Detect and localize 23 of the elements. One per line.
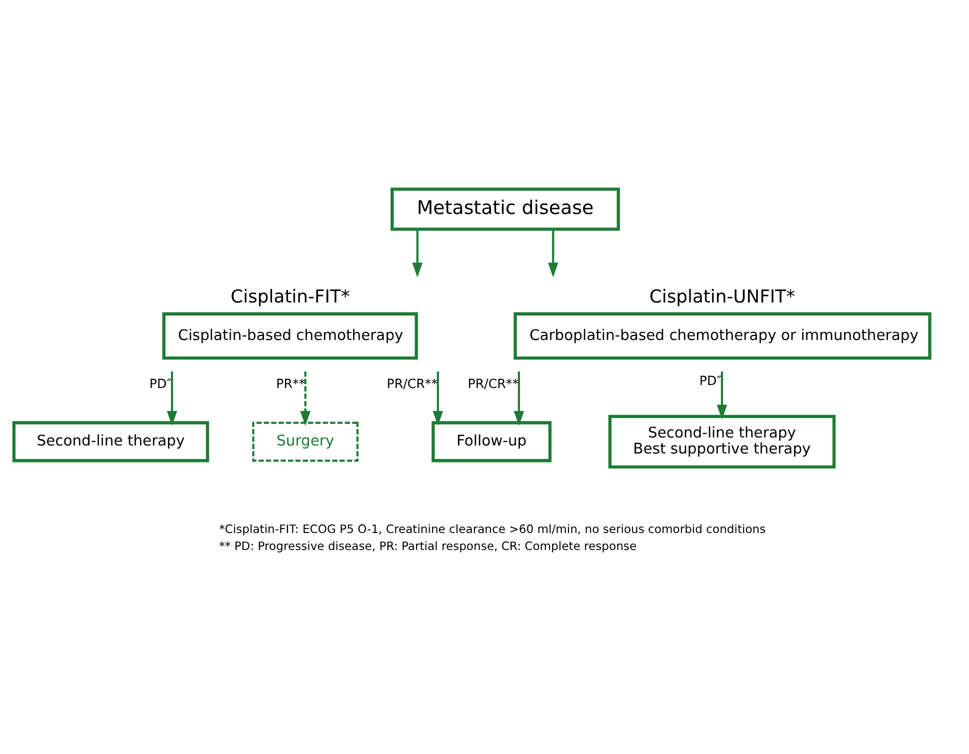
node-box: Surgery — [252, 422, 358, 462]
arrow — [513, 372, 524, 426]
arrow — [300, 372, 310, 426]
edge-label: PD″ — [698, 373, 721, 388]
edge-label: PR/CR** — [467, 376, 518, 392]
node-box: Carboplatin-based chemotherapy or immunotherapy — [513, 312, 931, 360]
node-box: Cisplatin-based chemotherapy — [162, 312, 418, 360]
node-box: Second-line therapy Best supportive therapy — [608, 414, 836, 469]
node-box: Metastatic disease — [390, 188, 620, 231]
node-label: Cisplatin-UNFIT* — [648, 286, 795, 308]
arrow — [716, 372, 727, 420]
label: ** PD: Progressive disease, PR: Partial response, CR: Complete response — [218, 538, 636, 553]
arrow — [547, 229, 558, 278]
edge-label: PR** — [276, 376, 305, 392]
node-box: Second-line therapy — [12, 421, 209, 462]
arrow — [166, 372, 177, 426]
edge-label: PR/CR** — [386, 376, 438, 392]
arrow — [432, 372, 443, 426]
arrow — [412, 229, 422, 278]
label: *Cisplatin-FIT: ECOG P5 O-1, Creatinine clearance >60 ml/min, no serious comorbid conditions — [218, 522, 766, 536]
edge-label: PD″ — [148, 376, 171, 392]
node-label: Cisplatin-FIT* — [230, 286, 350, 308]
node-box: Follow-up — [431, 421, 552, 462]
